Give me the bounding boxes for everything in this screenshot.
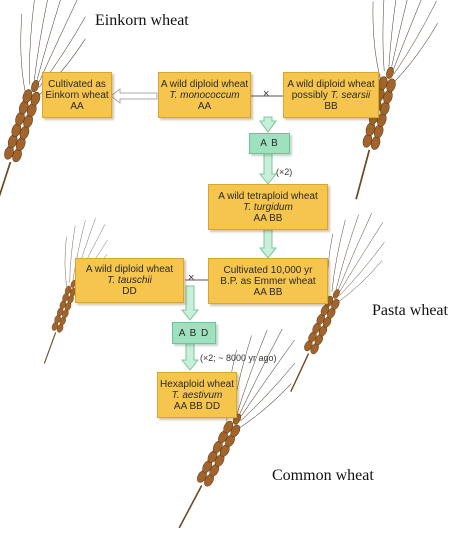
box-text: A wild diploid wheat [287, 78, 375, 90]
box-text: Cultivated 10,000 yr [223, 264, 313, 276]
note-doubling-2: (×2; ~ 8000 yr ago) [200, 353, 277, 363]
label-einkorn-wheat: Einkorn wheat [95, 12, 189, 29]
hybrid-abd: A B D [172, 322, 216, 344]
species-italic: T. turgidum [243, 201, 293, 213]
label-common-wheat: Common wheat [272, 467, 374, 484]
genome-label: AA BB [253, 212, 283, 224]
genome-label: BB [324, 100, 338, 112]
wheat-ear-icon [149, 313, 313, 544]
species-italic: T. tauschii [107, 275, 152, 286]
genome-label: AA BB DD [173, 400, 221, 412]
arrow-ab-to-turgidum [258, 151, 278, 185]
white-arrows [110, 87, 158, 105]
arrow-cross-to-abd [180, 285, 200, 321]
species-name: T. tauschii [107, 275, 152, 286]
species-prefix: possibly [291, 89, 331, 101]
box-diploid-searsii: A wild diploid wheat possibly T. searsii… [283, 72, 379, 118]
box-hexaploid-aestivum: Hexaploid wheat T. aestivum AA BB DD [157, 372, 237, 418]
species-name: T. aestivum [172, 390, 223, 401]
genome-label: DD [122, 286, 137, 297]
label-pasta-wheat: Pasta wheat [372, 302, 448, 319]
flow-arrows [180, 116, 278, 371]
box-cultivated-emmer: Cultivated 10,000 yr B.P. as Emmer wheat… [208, 258, 328, 304]
arrow-to-cultivated-einkorn [110, 87, 158, 105]
note-doubling-1: (×2) [276, 167, 293, 177]
arrow-monococcum-to-ab [259, 116, 277, 133]
cross-symbol-top: × [263, 88, 270, 100]
arrow-turgidum-to-emmer [258, 229, 278, 259]
species-name: possibly T. searsii [292, 90, 371, 101]
species-italic: T. aestivum [171, 389, 223, 401]
box-text: A wild diploid wheat [85, 264, 174, 275]
box-cultivated-einkorn: Cultivated as Einkorn wheat AA [42, 72, 112, 118]
box-diploid-monococcum: A wild diploid wheat T. monococcum AA [158, 72, 251, 118]
genome-label: AA [70, 100, 84, 112]
hybrid-ab: A B [249, 133, 290, 154]
box-diploid-tauschii: A wild diploid wheat T. tauschii DD [75, 258, 184, 303]
arrow-abd-to-aestivum [180, 341, 200, 371]
box-text: Cultivated as [48, 78, 106, 90]
species-italic: T. searsii [330, 89, 371, 101]
species-name: T. turgidum [243, 202, 293, 213]
box-text: B.P. as Emmer wheat [220, 275, 316, 287]
cross-symbol-bottom: × [188, 272, 195, 284]
box-text: Hexaploid wheat [160, 378, 234, 390]
box-text: Einkorn wheat [45, 89, 109, 101]
genome-label: AA [197, 100, 212, 112]
genome-label: AA BB [253, 286, 283, 298]
box-tetraploid-turgidum: A wild tetraploid wheat T. turgidum AA B… [208, 184, 328, 230]
species-name: T. monococcum [169, 90, 239, 101]
species-italic: T. monococcum [169, 89, 240, 101]
box-text: A wild tetraploid wheat [218, 190, 318, 202]
connector-lines [185, 95, 283, 281]
box-text: A wild diploid wheat [160, 78, 249, 90]
